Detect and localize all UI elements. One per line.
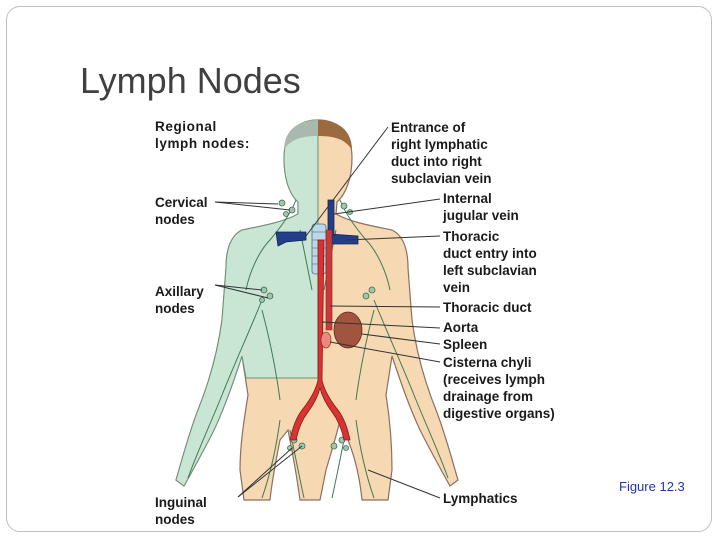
spleen	[333, 311, 363, 349]
axillary-label-line1: Axillary	[155, 284, 204, 299]
thoracic-duct-label: Thoracic duct	[443, 300, 532, 315]
right-lymphatic-region	[175, 119, 319, 487]
body-silhouette	[175, 119, 459, 501]
inguinal-label-line2: nodes	[155, 512, 195, 527]
aorta	[289, 239, 351, 441]
leader-lines	[214, 126, 441, 499]
entrance-label-line2: right lymphatic	[391, 137, 488, 152]
hair-left	[284, 120, 318, 150]
thoracic-entry-label-line3: left subclavian	[443, 263, 537, 278]
entrance-label-line3: duct into right	[391, 154, 482, 169]
entrance-label-line4: subclavian vein	[391, 171, 492, 186]
cisterna-label-line2: (receives lymph	[443, 372, 546, 387]
jugular-label-line2: jugular vein	[443, 208, 519, 223]
thoracic-duct	[325, 229, 333, 331]
figure-caption: Figure 12.3	[619, 479, 685, 494]
thoracic-entry-label-line2: duct entry into	[443, 246, 537, 261]
slide-title: Lymph Nodes	[80, 60, 301, 101]
lymphatics-label: Lymphatics	[443, 491, 518, 506]
jugular-label-line1: Internal	[443, 191, 492, 206]
entrance-label-line1: Entrance of	[391, 120, 466, 135]
right-subclavian-vein	[275, 231, 307, 247]
cisterna-label-line3: drainage from	[443, 389, 534, 404]
regional-label-line2: lymph nodes:	[155, 136, 250, 151]
thoracic-entry-label-line4: vein	[443, 280, 471, 295]
inguinal-label-line1: Inguinal	[155, 495, 207, 510]
aorta-label: Aorta	[443, 320, 479, 335]
cisterna-label-line1: Cisterna chyli	[443, 355, 532, 370]
regional-label-line1: Regional	[155, 119, 217, 134]
axillary-label-line2: nodes	[155, 301, 195, 316]
cisterna-chyli	[320, 331, 332, 349]
spleen-label: Spleen	[443, 337, 488, 352]
aorta-and-thoracic-duct	[289, 229, 351, 441]
thoracic-entry-label-line1: Thoracic	[443, 229, 500, 244]
hair	[318, 120, 352, 150]
cervical-label-line2: nodes	[155, 212, 195, 227]
slide-frame	[6, 6, 712, 532]
cervical-label-line1: Cervical	[155, 195, 208, 210]
cisterna-label-line4: digestive organs)	[443, 406, 555, 421]
